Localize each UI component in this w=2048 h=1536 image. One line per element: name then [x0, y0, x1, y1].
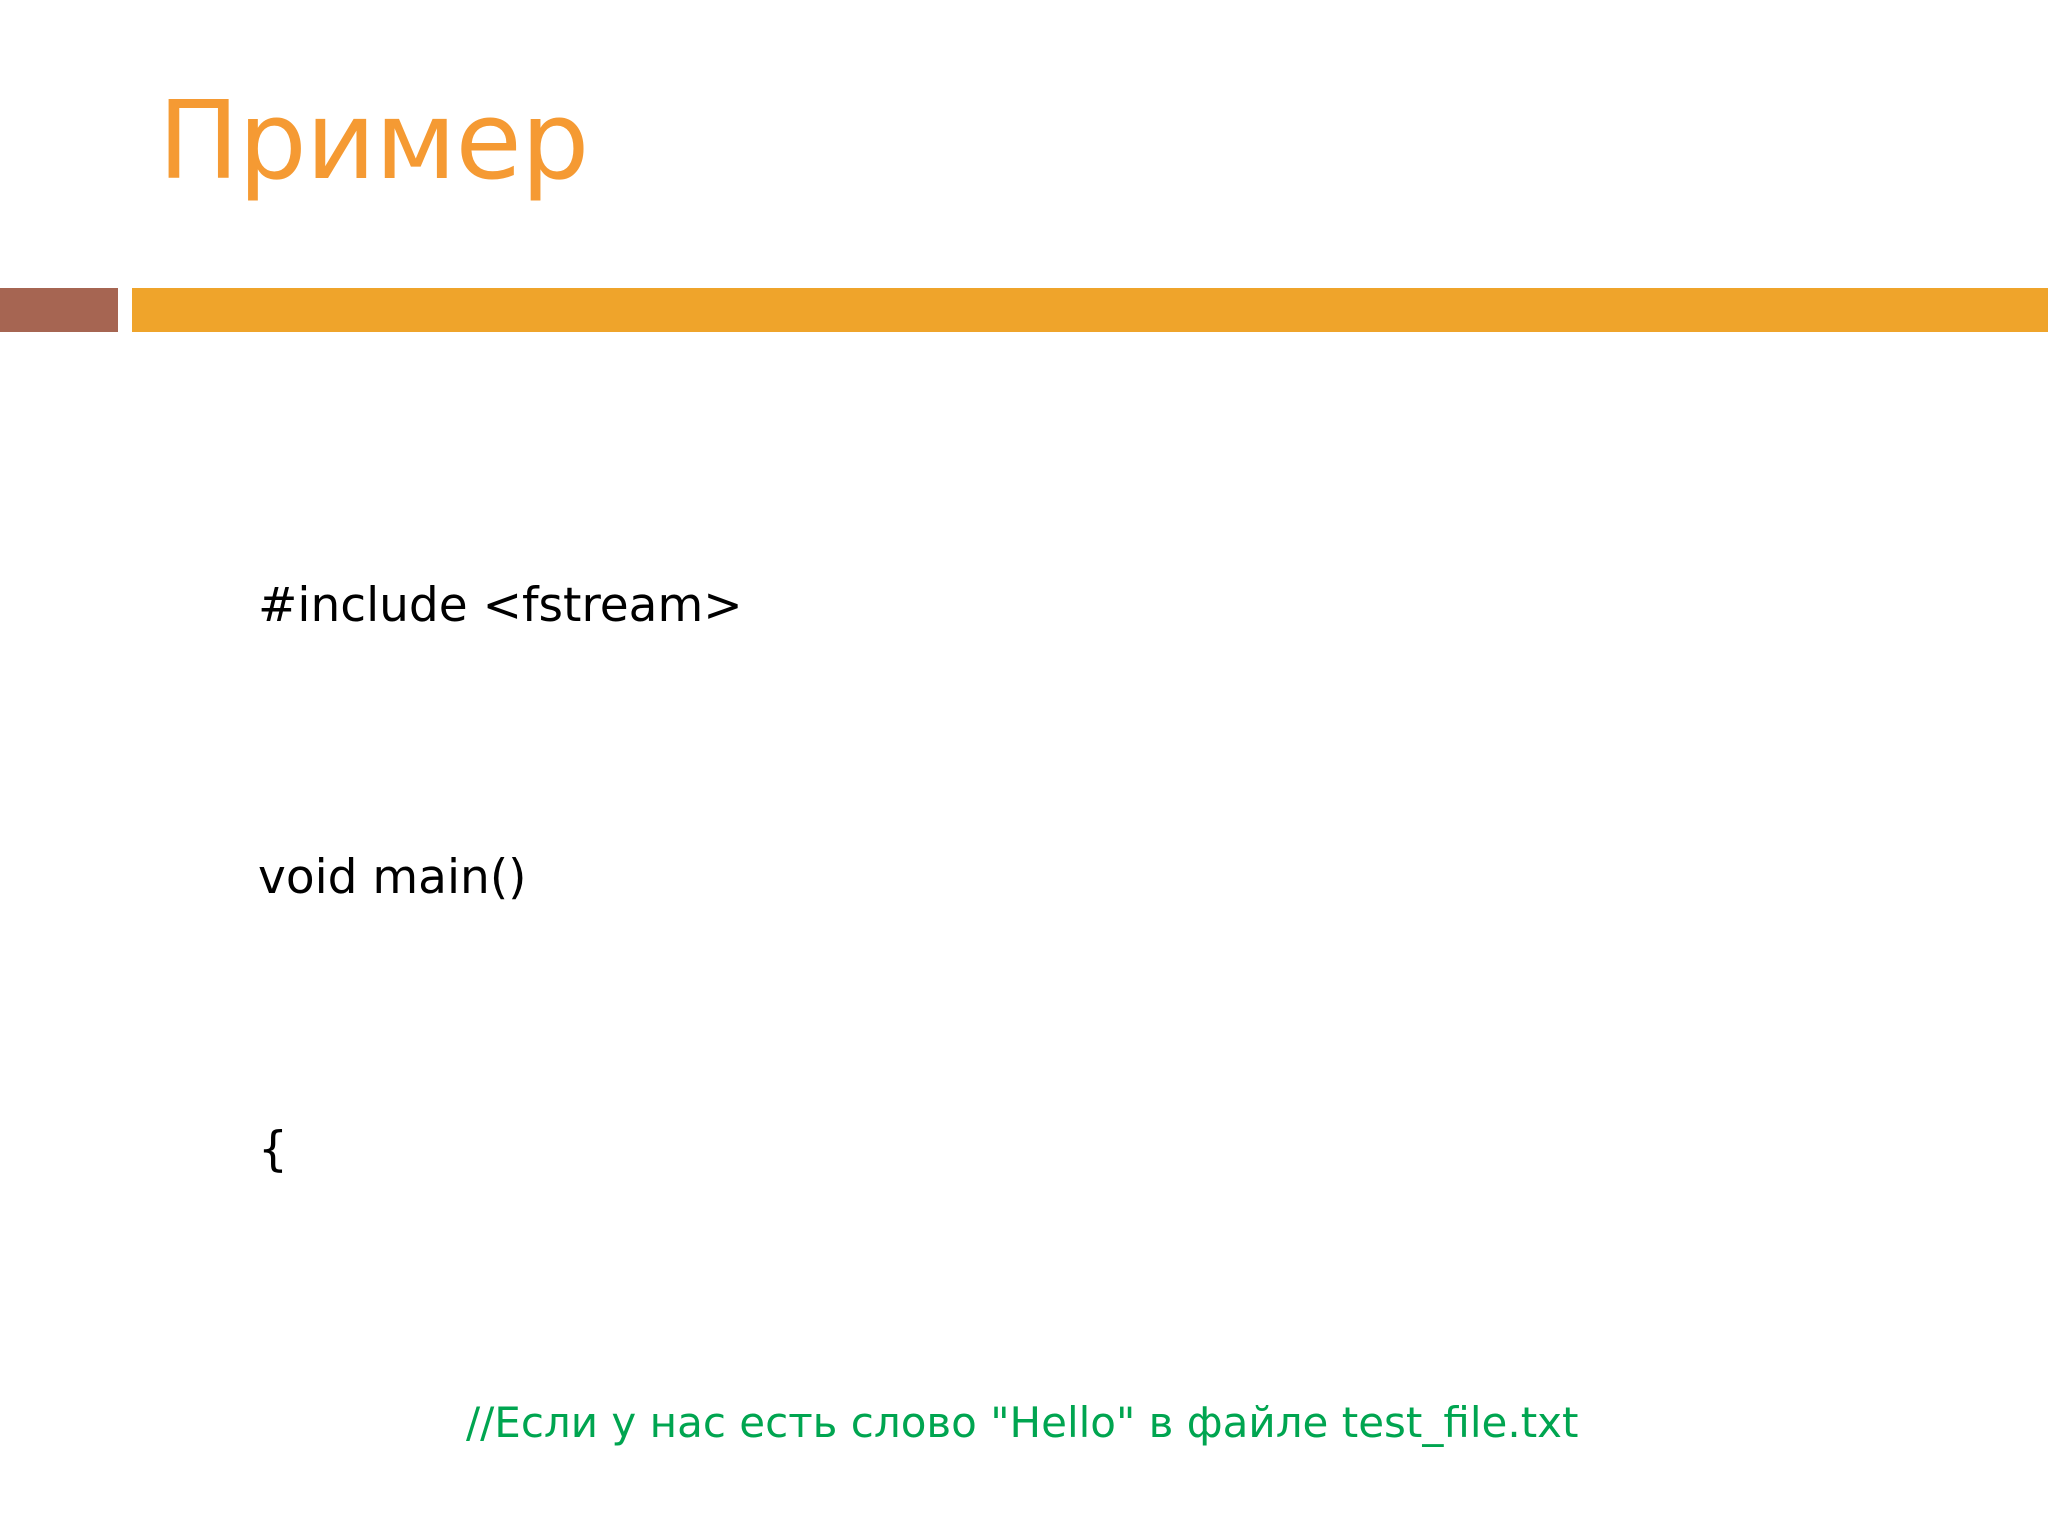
code-line: void main() — [258, 850, 527, 905]
accent-rule-right — [132, 288, 2048, 332]
code-comment-line: //Если у нас есть слово "Hello" в файле … — [258, 1388, 1958, 1457]
code-block: #include <fstream> void main() { //Если … — [258, 368, 1958, 1536]
code-line: { — [258, 1122, 288, 1177]
accent-rule-left — [0, 288, 118, 332]
code-comment-text: //Если у нас есть слово "Hello" в файле … — [466, 1398, 1579, 1447]
page-title: Пример — [158, 79, 589, 204]
code-line: #include <fstream> — [258, 578, 743, 633]
